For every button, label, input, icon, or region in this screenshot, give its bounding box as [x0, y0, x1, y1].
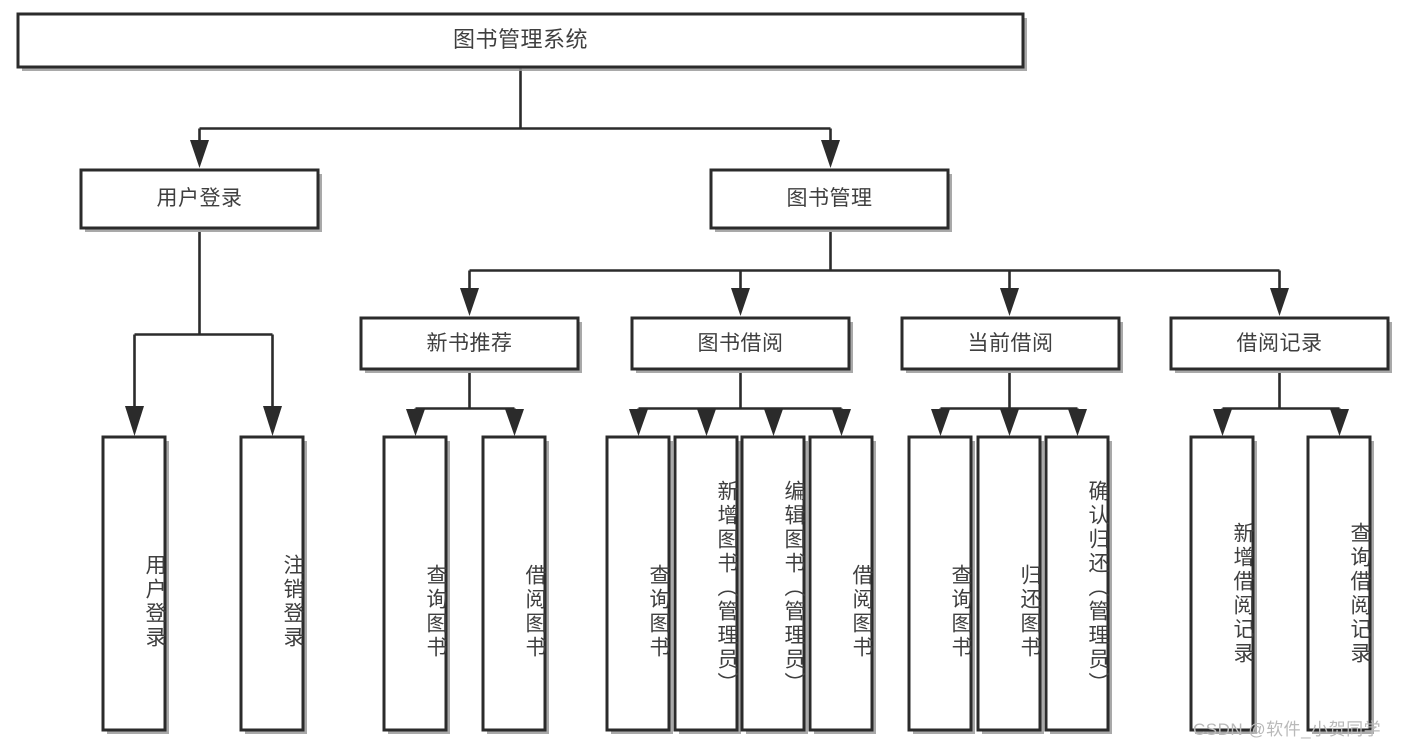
node-box-user-login[interactable] — [79, 168, 322, 232]
connector-borrowrecord-to-leaves — [1213, 373, 1349, 436]
node-box-borrow-record[interactable] — [1169, 316, 1392, 373]
node-box-leaf-3[interactable] — [481, 435, 549, 734]
node-box-leaf-12[interactable] — [1306, 435, 1374, 734]
node-box-current-borrow[interactable] — [900, 316, 1123, 373]
node-box-leaf-1[interactable] — [239, 435, 307, 734]
node-box-leaf-4[interactable] — [605, 435, 673, 734]
node-box-new-book-recommend[interactable] — [359, 316, 582, 373]
node-box-leaf-2[interactable] — [382, 435, 450, 734]
node-box-root[interactable] — [16, 12, 1027, 71]
node-box-leaf-6[interactable] — [740, 435, 808, 734]
node-box-leaf-9[interactable] — [976, 435, 1044, 734]
connector-userlogin-to-leaves — [125, 232, 282, 436]
connector-borrowbook-to-leaves — [629, 373, 851, 436]
node-box-leaf-8[interactable] — [907, 435, 975, 734]
node-box-leaf-0[interactable] — [101, 435, 169, 734]
node-box-book-borrow[interactable] — [630, 316, 853, 373]
node-box-leaf-7[interactable] — [808, 435, 876, 734]
connector-currentborrow-to-leaves — [931, 373, 1087, 436]
node-box-book-management[interactable] — [709, 168, 952, 232]
connector-newbook-to-leaves — [406, 373, 524, 436]
connector-bookmgmt-to-level3 — [460, 232, 1289, 316]
csdn-watermark: CSDN @软件_小贺同学 — [1193, 720, 1382, 739]
node-box-leaf-10[interactable] — [1044, 435, 1112, 734]
node-box-leaf-11[interactable] — [1189, 435, 1257, 734]
connector-root-to-level2 — [190, 68, 840, 168]
node-box-leaf-5[interactable] — [673, 435, 741, 734]
